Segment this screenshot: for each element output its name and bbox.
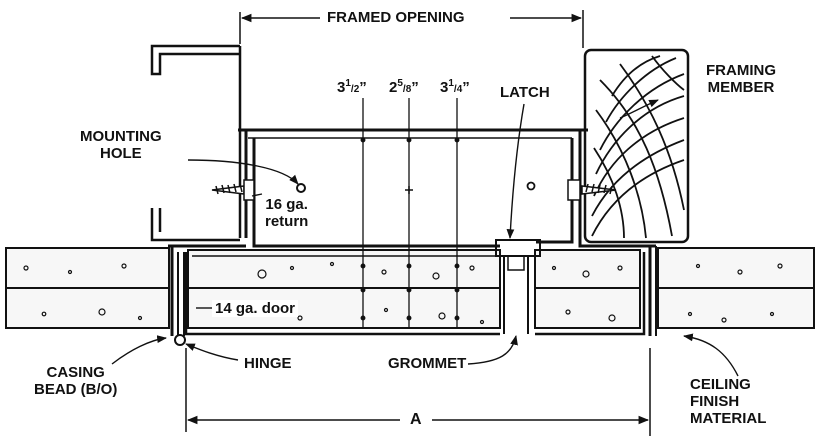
casing-bead-label: CASING BEAD (B/O) <box>34 364 117 398</box>
dim-1-den: 2 <box>353 84 360 95</box>
screw-left-icon <box>211 179 255 201</box>
dimension-a-label: A <box>410 411 422 428</box>
framing-member <box>583 48 690 244</box>
dimension-lines-vertical <box>360 98 460 328</box>
dim-2-num: 5 <box>397 78 403 89</box>
dim-3-den: 4 <box>456 84 463 95</box>
dim-3-num: 1 <box>448 78 454 89</box>
grommet-label: GROMMET <box>388 355 467 372</box>
leader-lines <box>111 99 739 377</box>
door-14ga-label: 14 ga. door <box>212 300 299 317</box>
dim-2-whole: 2 <box>389 79 398 96</box>
dim-label-3-1-2: 31/2” <box>337 78 367 96</box>
mounting-hole-label: MOUNTING HOLE <box>80 128 162 162</box>
ceiling-board-left <box>5 247 170 329</box>
screw-right-icon <box>567 179 617 201</box>
casing-bead-line-2: BEAD (B/O) <box>34 381 118 398</box>
dimension-a <box>185 348 651 436</box>
ceiling-finish-line-2: FINISH <box>690 393 740 410</box>
hinge-icon <box>174 334 186 346</box>
dim-1-whole: 3 <box>337 79 346 96</box>
dim-label-2-5-8: 25/8” <box>389 78 419 96</box>
hinge-label: HINGE <box>244 355 292 372</box>
return-16ga-line-1: 16 ga. <box>265 196 308 213</box>
dim-1-unit: ” <box>359 79 367 96</box>
latch-label: LATCH <box>500 84 550 101</box>
dim-3-whole: 3 <box>440 79 449 96</box>
dim-2-unit: ” <box>411 79 419 96</box>
ceiling-finish-line-3: MATERIAL <box>690 410 767 427</box>
mounting-hole-line-1: MOUNTING <box>80 128 162 145</box>
dim-3-unit: ” <box>462 79 470 96</box>
latch-screw-icon <box>526 181 536 191</box>
dim-2-den: 8 <box>405 84 412 95</box>
ceiling-board-right <box>657 247 815 329</box>
framed-opening-label: FRAMED OPENING <box>324 9 468 26</box>
return-16ga-line-2: return <box>265 213 309 230</box>
framing-member-line-2: MEMBER <box>707 79 775 96</box>
framed-opening-dimension <box>239 10 584 48</box>
dim-1-num: 1 <box>345 78 351 89</box>
framing-member-label: FRAMING MEMBER <box>706 62 776 96</box>
mounting-hole-icon <box>296 183 306 193</box>
framing-member-line-1: FRAMING <box>706 62 776 79</box>
ceiling-finish-line-1: CEILING <box>690 376 751 393</box>
return-16ga-label: 16 ga. return <box>262 196 312 230</box>
ceiling-finish-label: CEILING FINISH MATERIAL <box>690 376 766 427</box>
mounting-hole-line-2: HOLE <box>100 145 142 162</box>
board-texture <box>23 261 783 325</box>
dim-label-3-1-4: 31/4” <box>440 78 470 96</box>
casing-bead-line-1: CASING <box>46 364 105 381</box>
